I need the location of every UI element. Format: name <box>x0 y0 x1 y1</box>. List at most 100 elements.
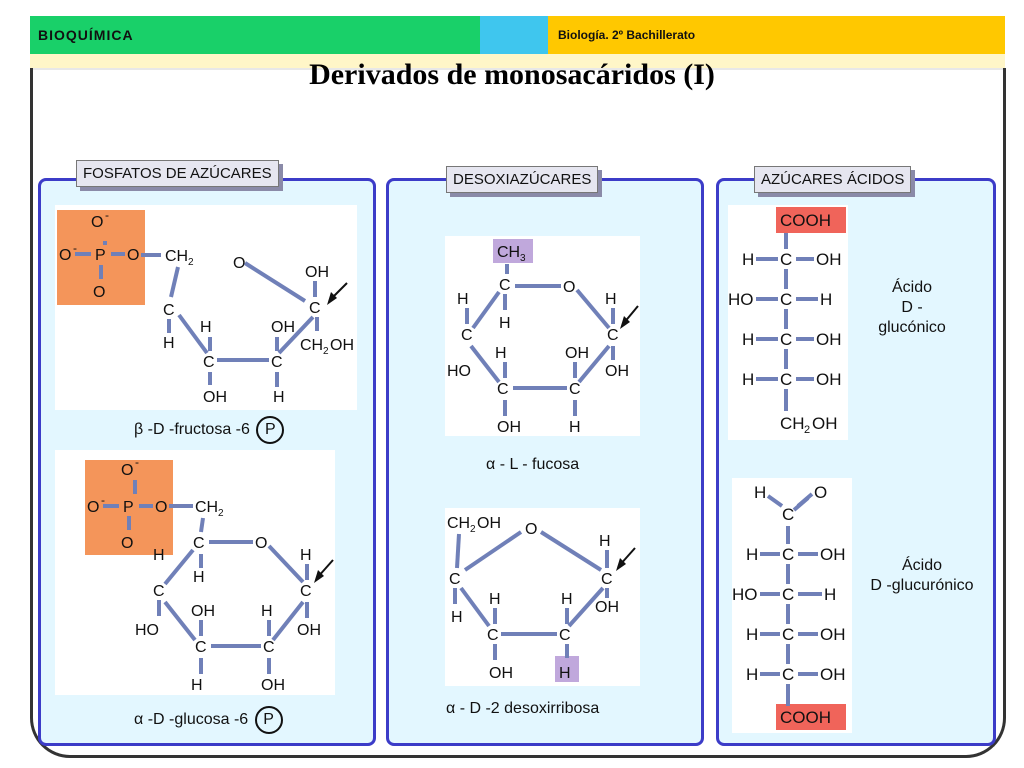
caption-desoxirribosa-greek: α <box>446 700 456 717</box>
svg-text:OH: OH <box>261 677 285 694</box>
tab-fosfatos: FOSFATOS DE AZÚCARES <box>76 160 279 187</box>
svg-text:CH: CH <box>165 248 188 265</box>
phosphate-box <box>85 460 173 555</box>
svg-text:H: H <box>599 533 611 550</box>
svg-text:C: C <box>780 290 792 309</box>
svg-text:H: H <box>605 291 617 308</box>
svg-text:O: O <box>233 255 245 272</box>
deoxy-highlight <box>555 656 579 682</box>
svg-text:C: C <box>163 302 175 319</box>
svg-text:COOH: COOH <box>780 708 831 727</box>
svg-text:OH: OH <box>565 345 589 362</box>
caption-glucosa-text: -D -glucosa -6 <box>147 711 249 728</box>
caption-fucosa-greek: α <box>486 456 496 473</box>
label-glucuronico-line1: Ácido <box>901 557 943 574</box>
label-gluconico-line1: Ácido <box>891 279 933 296</box>
svg-text:2: 2 <box>323 346 329 357</box>
svg-text:H: H <box>561 591 573 608</box>
slide-frame <box>30 68 1006 758</box>
svg-text:C: C <box>780 370 792 389</box>
svg-text:C: C <box>300 583 312 600</box>
methyl-highlight <box>493 239 533 263</box>
svg-text:H: H <box>153 547 165 564</box>
svg-text:OH: OH <box>816 250 842 269</box>
caption-glucosa-greek: α <box>134 711 144 728</box>
header-accent <box>480 16 548 54</box>
svg-text:C: C <box>487 627 499 644</box>
header-subject: BIOQUÍMICA <box>30 16 480 54</box>
caption-fructosa: β -D -fructosa -6 P <box>134 416 285 444</box>
svg-text:C: C <box>461 327 473 344</box>
svg-text:C: C <box>559 627 571 644</box>
carboxyl-highlight-bottom <box>776 704 846 730</box>
svg-text:H: H <box>824 585 836 604</box>
caption-fructosa-text: -D -fructosa -6 <box>147 421 250 438</box>
page-title: Derivados de monosacáridos (I) <box>309 58 715 91</box>
svg-text:C: C <box>782 545 794 564</box>
svg-text:2: 2 <box>218 508 224 519</box>
svg-text:OH: OH <box>203 389 227 406</box>
svg-text:OH: OH <box>297 622 321 639</box>
svg-text:H: H <box>457 291 469 308</box>
svg-text:C: C <box>203 354 215 371</box>
svg-text:-: - <box>73 241 77 255</box>
svg-text:-: - <box>101 493 105 507</box>
svg-text:-: - <box>105 208 109 222</box>
svg-text:HO: HO <box>447 363 471 380</box>
svg-text:OH: OH <box>330 337 354 354</box>
svg-text:C: C <box>263 639 275 656</box>
svg-text:2: 2 <box>804 424 810 436</box>
caption-desoxirribosa: α - D -2 desoxirribosa <box>446 700 599 718</box>
svg-text:C: C <box>601 571 613 588</box>
svg-text:H: H <box>746 545 758 564</box>
header-banner: BIOQUÍMICA Biología. 2º Bachillerato <box>30 16 1005 54</box>
svg-text:CH: CH <box>497 244 520 261</box>
svg-text:H: H <box>489 591 501 608</box>
svg-text:C: C <box>782 665 794 684</box>
label-glucuronico: Ácido D -glucurónico <box>852 556 992 596</box>
svg-text:H: H <box>499 315 511 332</box>
svg-text:CH: CH <box>780 414 805 433</box>
svg-text:OH: OH <box>497 419 521 436</box>
svg-text:H: H <box>273 389 285 406</box>
svg-text:O: O <box>525 521 537 538</box>
svg-text:C: C <box>499 277 511 294</box>
svg-text:O: O <box>93 284 105 301</box>
svg-text:H: H <box>742 370 754 389</box>
svg-text:H: H <box>569 419 581 436</box>
svg-text:O: O <box>563 279 575 296</box>
svg-text:OH: OH <box>820 545 846 564</box>
svg-text:H: H <box>193 569 205 586</box>
svg-text:O: O <box>87 499 99 516</box>
label-gluconico-line3: glucónico <box>878 319 946 336</box>
svg-text:O: O <box>814 483 827 502</box>
svg-text:H: H <box>191 677 203 694</box>
svg-text:2: 2 <box>188 257 194 268</box>
svg-text:CH: CH <box>300 337 323 354</box>
svg-text:H: H <box>495 345 507 362</box>
tab-desoxiazucares: DESOXIAZÚCARES <box>446 166 599 193</box>
svg-text:H: H <box>742 250 754 269</box>
header-course: Biología. 2º Bachillerato <box>548 16 1005 54</box>
svg-text:O: O <box>91 214 103 231</box>
svg-text:H: H <box>754 483 766 502</box>
tab-azucares-acidos: AZÚCARES ÁCIDOS <box>754 166 912 193</box>
caption-fucosa: α - L - fucosa <box>486 456 579 474</box>
svg-text:OH: OH <box>595 599 619 616</box>
svg-text:HO: HO <box>728 290 754 309</box>
svg-text:H: H <box>746 665 758 684</box>
label-glucuronico-line2: D -glucurónico <box>870 577 974 594</box>
svg-text:OH: OH <box>812 414 838 433</box>
svg-text:HO: HO <box>135 622 159 639</box>
svg-text:OH: OH <box>820 625 846 644</box>
